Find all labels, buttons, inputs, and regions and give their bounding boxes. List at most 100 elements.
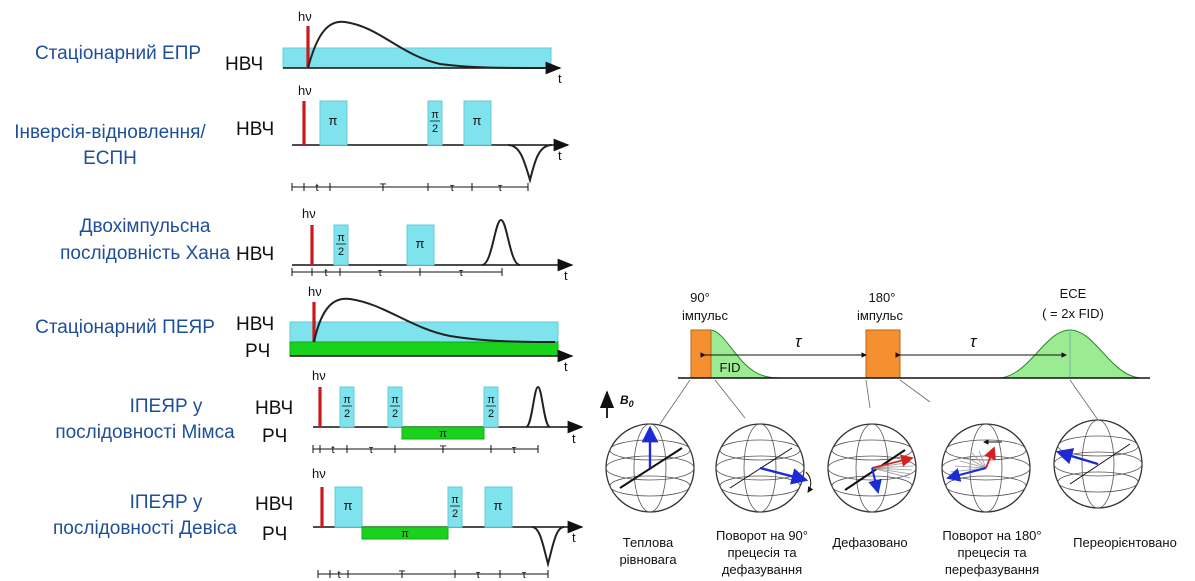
pi-half-pulse [427, 100, 443, 146]
rf-pi-pulse [361, 526, 449, 540]
rf-continuous-wave [289, 341, 559, 357]
channel-label-mw: НВЧ [255, 398, 293, 419]
timing-label: t [315, 182, 318, 194]
sphere-caption: Поворот на 90° [716, 528, 808, 543]
inverted-echo [531, 526, 565, 568]
timing-label: T [399, 569, 406, 581]
transient-signal [313, 297, 556, 343]
channel-label-rf: РЧ [245, 341, 270, 362]
rf-pi-pulse [401, 426, 485, 440]
sphere-caption: Дефазовано [832, 535, 907, 550]
timing-bar: t T τ τ [317, 569, 549, 581]
sequence-label: ІПЕЯР у [130, 492, 203, 513]
pulse-label: π [401, 528, 409, 540]
timing-bar: t τ T τ [312, 444, 539, 456]
pulse-label: π [329, 113, 338, 128]
pulse1-label: 90° [690, 290, 710, 305]
timing-label: τ [498, 182, 503, 194]
pi-pulse [406, 224, 435, 266]
sphere-caption: дефазування [722, 562, 802, 577]
sequence-davies-endor: ІПЕЯР у послідовності Девіса НВЧ РЧ t hν… [53, 466, 584, 581]
timing-bar: t T τ τ [291, 182, 529, 194]
echo-label: ( = 2x FID) [1042, 306, 1104, 321]
pi-pulse [463, 100, 492, 146]
tau-label: τ [970, 332, 978, 351]
tau-label: τ [795, 332, 803, 351]
pulse-label-den: 2 [452, 508, 458, 520]
sphere-caption: перефазування [945, 562, 1039, 577]
pulse-label: π [494, 498, 503, 513]
hv-label: hν [312, 368, 326, 383]
hv-label: hν [308, 284, 322, 299]
timing-label: τ [512, 444, 517, 456]
time-axis-label: t [564, 359, 568, 374]
pulse-label-num: π [487, 394, 495, 406]
channel-label-mw: НВЧ [236, 119, 274, 140]
pulse-label-num: π [337, 232, 345, 244]
timing-label: τ [369, 444, 374, 456]
bloch-sphere-180-rotation [941, 423, 1031, 513]
pi-half-pulse [483, 386, 499, 428]
pi-half-pulse [387, 386, 403, 428]
channel-label-rf: РЧ [262, 426, 287, 447]
inverted-echo [507, 144, 553, 184]
sphere-caption: Переорієнтовано [1073, 535, 1177, 550]
echo-label: ЕСЕ [1060, 286, 1087, 301]
timing-label: t [337, 569, 340, 581]
pi-pulse [319, 100, 348, 146]
sequence-label: Стаціонарний ЕПР [35, 43, 201, 64]
pulse-label-num: π [391, 394, 399, 406]
timing-label: τ [476, 569, 481, 581]
channel-label-rf: РЧ [262, 524, 287, 545]
sequence-stationary-epr: Стаціонарний ЕПР НВЧ t hν [35, 9, 562, 86]
pulse-label-num: π [343, 394, 351, 406]
timing-bar: t τ τ [291, 267, 503, 279]
pi-pulse [334, 486, 363, 528]
pulse-label: π [439, 428, 447, 440]
timing-label: T [380, 182, 387, 194]
timing-label: t [324, 267, 327, 279]
pulse-label-den: 2 [338, 246, 344, 258]
pulse-label: π [473, 113, 482, 128]
spin-echo-panel: 90° імпульс 180° імпульс ЕСЕ ( = 2x FID)… [599, 286, 1177, 577]
pi-half-pulse [333, 224, 349, 266]
mw-continuous-wave [289, 321, 559, 343]
pulse-label-den: 2 [488, 408, 494, 420]
sphere-caption: прецесія та [957, 545, 1027, 560]
bloch-sphere-90-rotation [715, 423, 814, 513]
channel-label-mw: НВЧ [236, 314, 274, 335]
pulse-label-den: 2 [392, 408, 398, 420]
timing-label: T [440, 444, 447, 456]
timing-label: τ [378, 267, 383, 279]
pulse-label-den: 2 [432, 123, 438, 135]
sequence-label: Інверсія-відновлення/ [14, 122, 206, 143]
transient-signal [307, 20, 546, 69]
sequence-inversion-recovery: Інверсія-відновлення/ ЕСПН НВЧ t hν π π … [14, 83, 570, 194]
pi-half-pulse [339, 386, 355, 428]
pulse-label-num: π [451, 494, 459, 506]
timing-label: τ [450, 182, 455, 194]
sequence-label: ЕСПН [83, 148, 137, 169]
hv-label: hν [298, 83, 312, 98]
sequence-label: послідовності Мімса [55, 422, 235, 443]
pulse2-label: 180° [869, 290, 896, 305]
time-axis-label: t [564, 268, 568, 283]
sphere-caption: Теплова [623, 535, 674, 550]
sphere-caption: Поворот на 180° [942, 528, 1041, 543]
pulse1-label: імпульс [682, 308, 728, 323]
hv-label: hν [302, 206, 316, 221]
time-axis-label: t [558, 148, 562, 163]
time-axis-label: t [572, 431, 576, 446]
hv-label: hν [312, 466, 326, 481]
sequence-label: послідовності Девіса [53, 518, 237, 539]
pulse-label-den: 2 [344, 408, 350, 420]
pulse-label: π [416, 236, 425, 251]
channel-label-mw: НВЧ [236, 244, 274, 265]
timing-label: t [331, 444, 334, 456]
field-label: B0 [620, 393, 634, 409]
time-axis-label: t [572, 530, 576, 545]
bloch-sphere-refocused [1053, 419, 1143, 509]
pulse-label: π [344, 498, 353, 513]
time-axis-label: t [558, 71, 562, 86]
